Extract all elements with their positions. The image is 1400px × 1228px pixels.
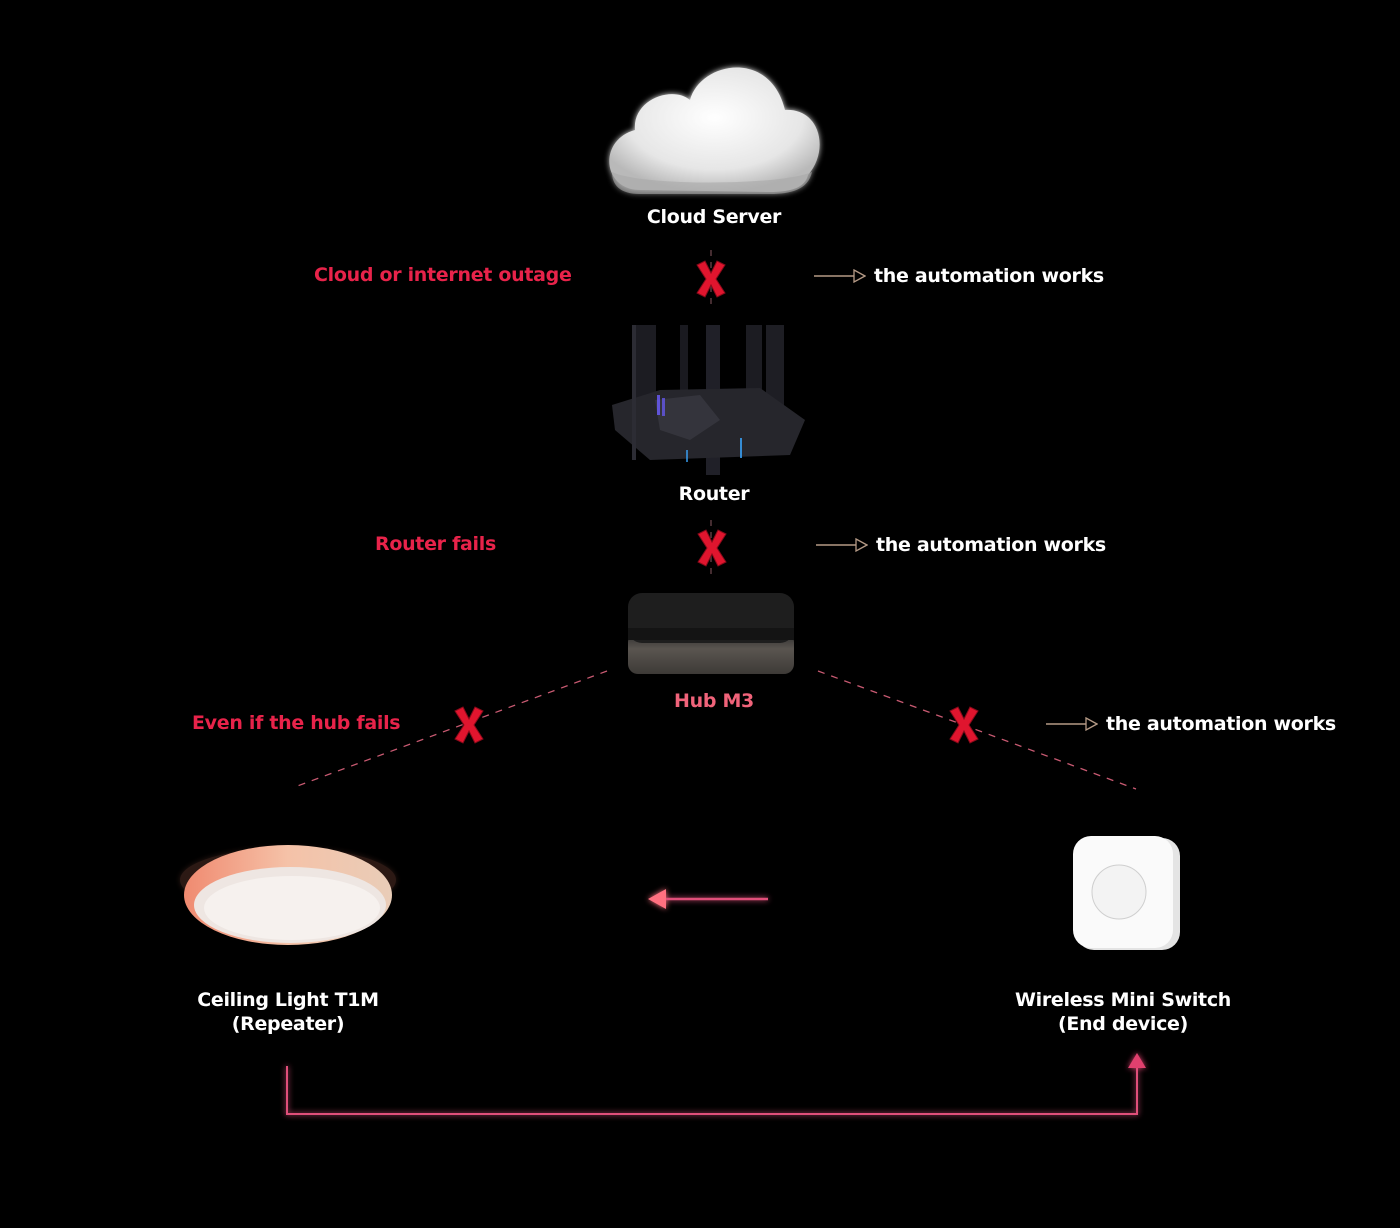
hub-icon [628, 593, 794, 674]
failure-x-hub-light-icon [454, 706, 484, 744]
failure-router-label: Router fails [375, 533, 496, 555]
link-hub-switch [817, 670, 1137, 790]
failure-hub-label: Even if the hub fails [192, 712, 401, 734]
right-arrow-icon [1046, 717, 1098, 731]
router-icon [612, 325, 805, 475]
wireless-switch-name: Wireless Mini Switch [1014, 989, 1232, 1011]
failure-cloud-label: Cloud or internet outage [314, 264, 572, 286]
router-label: Router [678, 483, 750, 505]
wireless-switch-role: (End device) [1057, 1013, 1189, 1035]
direct-control-arrow [648, 889, 768, 909]
result-cloud-text: the automation works [874, 265, 1104, 287]
ceiling-light-icon [180, 845, 396, 945]
mesh-route-arrow [286, 1053, 1146, 1115]
ceiling-light-name: Ceiling Light T1M [197, 989, 379, 1011]
right-arrow-icon [816, 538, 868, 552]
hub-label: Hub M3 [674, 690, 754, 712]
result-router-text: the automation works [876, 534, 1106, 556]
result-router: the automation works [816, 534, 1106, 556]
wireless-switch-icon [1073, 836, 1180, 950]
right-arrow-icon [814, 269, 866, 283]
cloud-icon [609, 67, 820, 194]
failure-x-cloud-icon [696, 260, 726, 298]
wireless-switch-label: Wireless Mini Switch (End device) [1003, 989, 1243, 1035]
cloud-server-label: Cloud Server [646, 206, 782, 228]
link-hub-light [291, 670, 608, 789]
ceiling-light-label: Ceiling Light T1M (Repeater) [168, 989, 408, 1035]
result-hub-text: the automation works [1106, 713, 1336, 735]
result-cloud: the automation works [814, 265, 1104, 287]
result-hub: the automation works [1046, 713, 1336, 735]
failure-x-hub-switch-icon [949, 706, 979, 744]
ceiling-light-role: (Repeater) [231, 1013, 345, 1035]
failure-x-router-icon [697, 529, 727, 567]
